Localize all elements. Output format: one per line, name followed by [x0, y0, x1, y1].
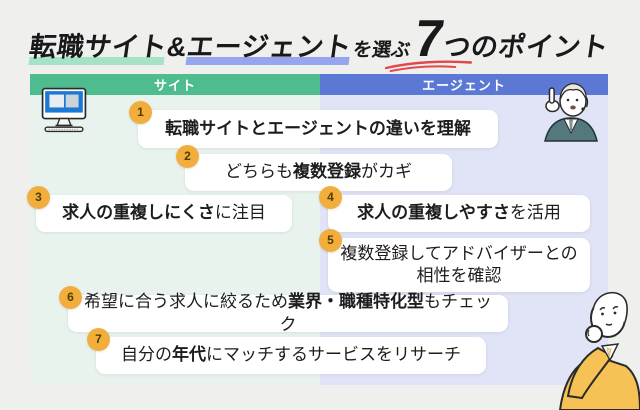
point-text: 複数登録してアドバイザーとの相性を確認 [340, 243, 578, 285]
agent-column-label: エージェント [422, 78, 506, 93]
point-box-1: 1 転職サイトとエージェントの違いを理解 [129, 101, 498, 148]
point-number-badge: 3 [27, 186, 50, 209]
point-text: 自分の年代にマッチするサービスをリサーチ [121, 345, 461, 365]
monitor-icon [41, 87, 87, 133]
point-text: 求人の重複しにくさに注目 [62, 203, 266, 223]
point-number-badge: 5 [319, 229, 342, 252]
businessman-pointing-illustration [544, 83, 598, 142]
point-number-badge: 1 [129, 101, 152, 124]
point-number-badge: 6 [59, 286, 82, 309]
point-number-badge: 2 [176, 145, 199, 168]
point-number-badge: 7 [87, 328, 110, 351]
column-headers: サイト エージェント [30, 74, 608, 95]
point-box-2: 2 どちらも複数登録がカギ [176, 145, 452, 191]
site-column-label: サイト [153, 78, 196, 93]
point-text: 求人の重複しやすさを活用 [357, 203, 561, 223]
red-underline-scribble-icon [384, 60, 472, 72]
site-column-header: サイト [30, 74, 320, 95]
point-box-7: 7 自分の年代にマッチするサービスをリサーチ [87, 328, 486, 374]
title-seven: 7 [384, 10, 472, 72]
point-text: 希望に合う求人に絞るため業界・職種特化型もチェック [84, 292, 492, 334]
point-number-badge: 4 [319, 186, 342, 209]
person-thinking-illustration [558, 291, 640, 410]
point-text: 転職サイトとエージェントの違いを理解 [165, 118, 471, 138]
page-title: 転職サイト & エージェント を選ぶ 7 つのポイント [0, 10, 640, 72]
point-box-4: 4 求人の重複しやすさを活用 [319, 186, 590, 232]
point-text: どちらも複数登録がカギ [225, 162, 412, 182]
agent-column-header: エージェント [320, 74, 608, 95]
point-box-3: 3 求人の重複しにくさに注目 [27, 186, 292, 232]
